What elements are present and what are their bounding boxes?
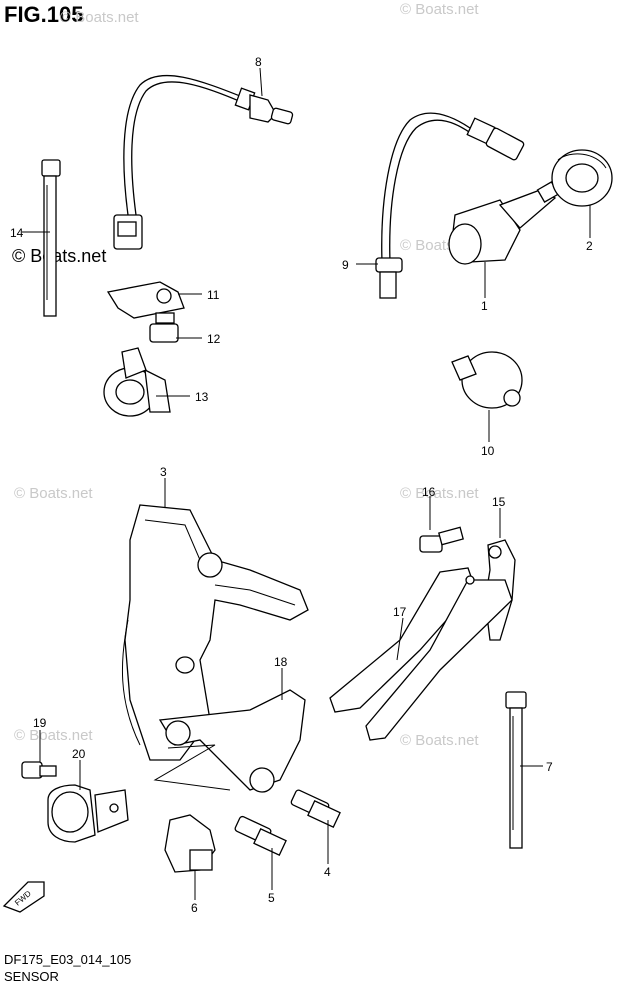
part-6-clamp xyxy=(164,814,216,873)
part-label-9: 9 xyxy=(342,258,349,272)
part-label-14: 14 xyxy=(10,226,24,240)
part-label-2: 2 xyxy=(586,239,593,253)
part-label-4: 4 xyxy=(324,865,331,879)
part-label-16: 16 xyxy=(422,485,436,499)
part-label-5: 5 xyxy=(268,891,275,905)
watermark: © Boats.net xyxy=(60,9,139,26)
part-20-clamp xyxy=(47,784,129,843)
part-2-grommet xyxy=(551,149,613,207)
part-16-bolt xyxy=(419,526,464,553)
part-17-harness-guide xyxy=(329,567,513,741)
diagram-name: SENSOR xyxy=(4,969,59,984)
part-13-clamp xyxy=(103,347,171,417)
part-label-6: 6 xyxy=(191,901,198,915)
part-label-8: 8 xyxy=(255,55,262,69)
watermark: © Boats.net xyxy=(14,485,93,502)
part-label-17: 17 xyxy=(393,605,407,619)
part-label-7: 7 xyxy=(546,760,553,774)
part-label-1: 1 xyxy=(481,299,488,313)
part-number-labels: 8 14 11 12 13 9 1 2 10 3 16 15 17 18 19 … xyxy=(10,55,593,915)
part-label-20: 20 xyxy=(72,747,86,761)
part-label-12: 12 xyxy=(207,332,221,346)
part-label-3: 3 xyxy=(160,465,167,479)
watermark: © Boats.net xyxy=(400,485,479,502)
watermark: © Boats.net xyxy=(400,1,479,18)
watermark: © Boats.net xyxy=(14,727,93,744)
part-19-bolt xyxy=(21,761,57,779)
watermark-center: © Boats.net xyxy=(12,246,106,266)
watermark: © Boats.net xyxy=(400,732,479,749)
part-9-sensor xyxy=(375,112,525,299)
figure-title: FIG.105 xyxy=(4,2,84,27)
part-3-bracket xyxy=(121,504,309,761)
part-label-10: 10 xyxy=(481,444,495,458)
part-8-sensor-harness xyxy=(113,74,294,250)
part-label-15: 15 xyxy=(492,495,506,509)
part-label-11: 11 xyxy=(207,288,220,302)
part-1-sensor-body xyxy=(448,181,560,265)
watermarks: © Boats.net © Boats.net © Boats.net © Bo… xyxy=(12,1,479,749)
part-12-bolt xyxy=(149,312,179,343)
leader-lines xyxy=(22,67,591,900)
part-label-18: 18 xyxy=(274,655,288,669)
part-label-19: 19 xyxy=(33,716,47,730)
fwd-arrow-icon: FWD xyxy=(2,881,45,913)
part-4-bolt xyxy=(290,789,341,829)
part-11-bracket xyxy=(106,281,185,319)
part-7-cable-tie xyxy=(505,691,527,849)
part-10-knock-sensor xyxy=(451,351,523,409)
diagram-code: DF175_E03_014_105 xyxy=(4,952,132,967)
part-18-bracket xyxy=(153,689,306,793)
part-14-cable-tie xyxy=(41,159,61,317)
part-label-13: 13 xyxy=(195,390,209,404)
part-5-bolt xyxy=(234,815,287,857)
